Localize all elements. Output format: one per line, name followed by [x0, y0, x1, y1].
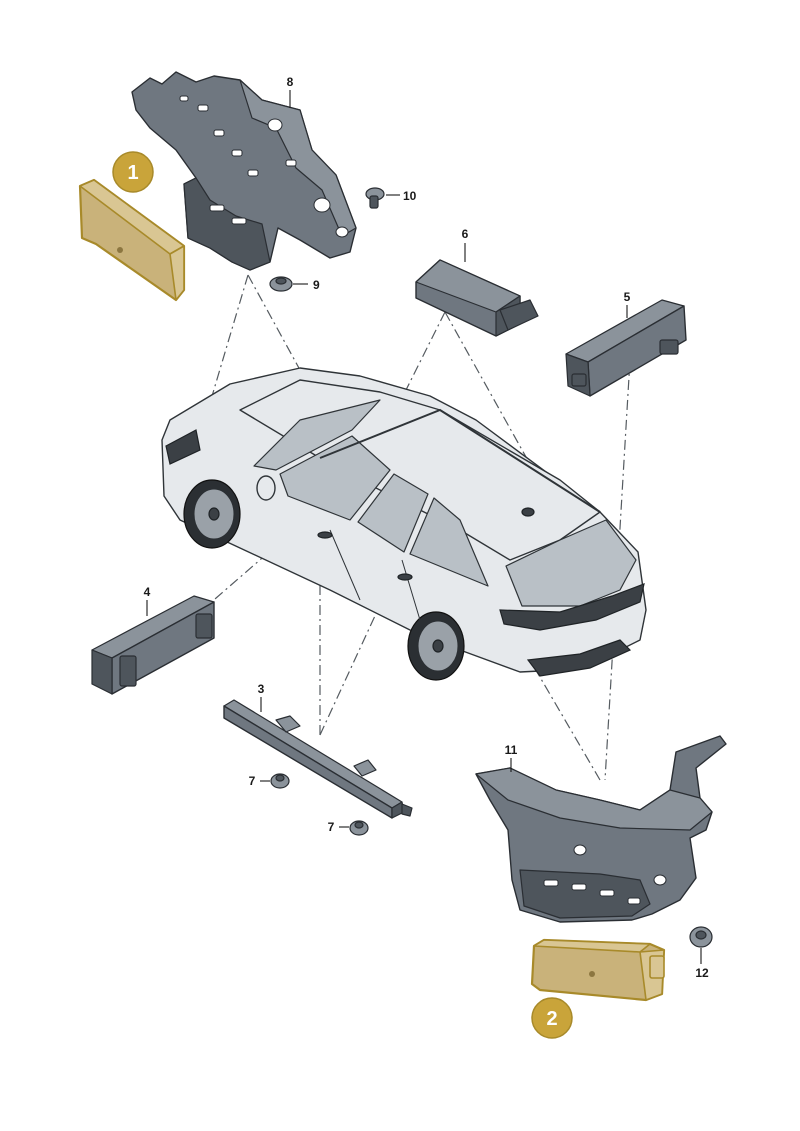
callout-3: 3: [258, 682, 265, 696]
callout-6: 6: [462, 227, 469, 241]
badge-1-label: 1: [127, 162, 138, 184]
part-10-bolt: [365, 187, 400, 209]
part-2-control-unit: [530, 938, 666, 1002]
callout-7a: 7: [249, 774, 256, 788]
badge-2-label: 2: [546, 1008, 557, 1030]
callout-8: 8: [287, 75, 294, 89]
badge-1: 1: [112, 151, 154, 193]
part-9-nut: [269, 276, 308, 292]
callout-9: 9: [313, 278, 320, 292]
part-7-nut-b: [339, 820, 369, 836]
callout-4: 4: [144, 585, 151, 599]
callout-12: 12: [695, 966, 709, 980]
part-4-sensor-bar: [91, 595, 215, 695]
part-5-sensor-bar: [565, 299, 687, 397]
badge-2: 2: [531, 997, 573, 1039]
part-1-control-unit: [78, 178, 186, 302]
part-11-bracket: [475, 735, 727, 923]
callout-5: 5: [624, 290, 631, 304]
part-12-nut: [689, 926, 713, 964]
part-3-sensor-strip: [223, 697, 413, 819]
callout-10: 10: [403, 189, 417, 203]
part-7-nut-a: [260, 773, 290, 789]
part-8-bracket: [131, 71, 357, 271]
vehicle-estate-car: [161, 367, 647, 681]
part-6-module: [415, 243, 539, 337]
callout-11: 11: [505, 743, 518, 757]
callout-7b: 7: [328, 820, 335, 834]
